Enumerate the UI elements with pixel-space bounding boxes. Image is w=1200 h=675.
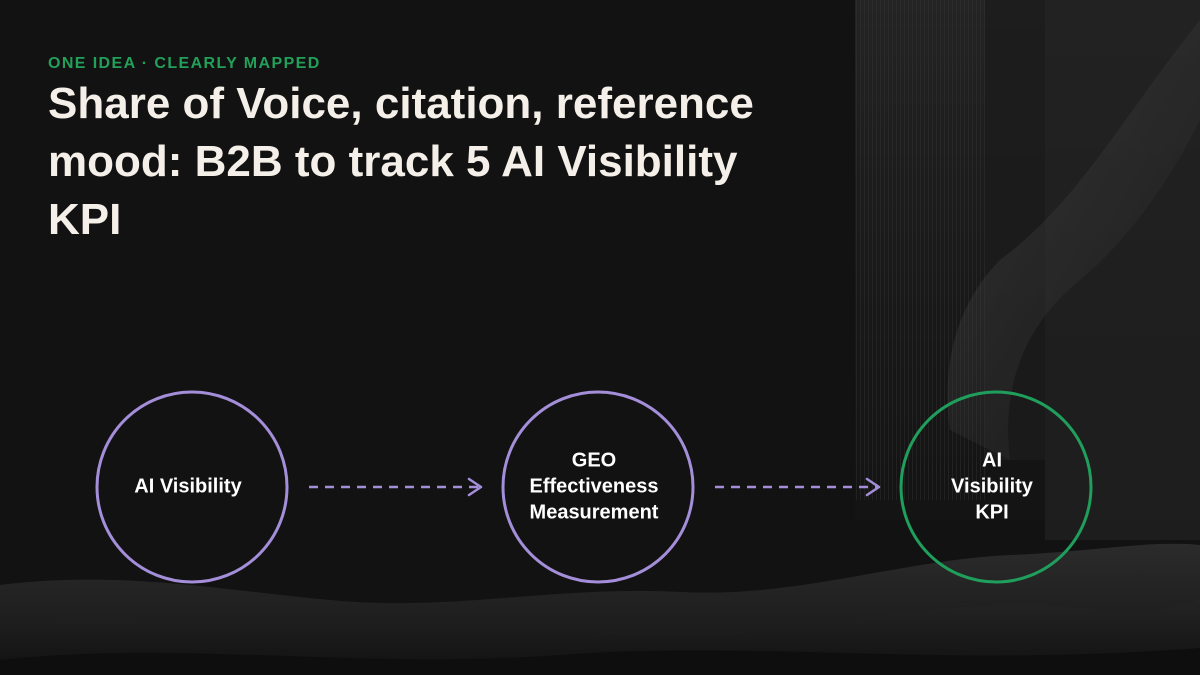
arrowhead-icon <box>467 477 483 497</box>
node-circle-geo-effectiveness <box>501 390 695 584</box>
node-label-geo-effectiveness-effectiveness: Effectiveness <box>530 475 659 497</box>
node-label-ai-visibility-kpi-kpi: KPI <box>975 501 1008 523</box>
decorative-ribbon <box>947 20 1200 460</box>
decorative-hills <box>0 543 1200 675</box>
arrowhead-icon <box>865 477 881 497</box>
node-label-ai-visibility-ai-visibility: AI Visibility <box>134 475 242 497</box>
node-label-geo-effectiveness-geo: GEO <box>572 449 616 471</box>
connector-layer <box>309 477 881 497</box>
node-ai-visibility: AI Visibility <box>95 390 289 584</box>
connector-arrow-1 <box>309 477 483 497</box>
node-label-geo-effectiveness-measurement: Measurement <box>530 501 659 523</box>
node-layer: AI Visibility GEO EffectivenessMeasurement… <box>95 390 1093 584</box>
node-circle-ai-visibility <box>95 390 289 584</box>
eyebrow-label: ONE IDEA · CLEARLY MAPPED <box>48 55 321 72</box>
connector-arrow-2 <box>715 477 881 497</box>
node-circle-ai-visibility-kpi <box>899 390 1093 584</box>
node-label-ai-visibility-kpi-ai: AI <box>982 449 1002 471</box>
node-label-ai-visibility-kpi-visibility: Visibility <box>951 475 1034 497</box>
slide-title: Share of Voice, citation, reference mood… <box>48 79 754 244</box>
